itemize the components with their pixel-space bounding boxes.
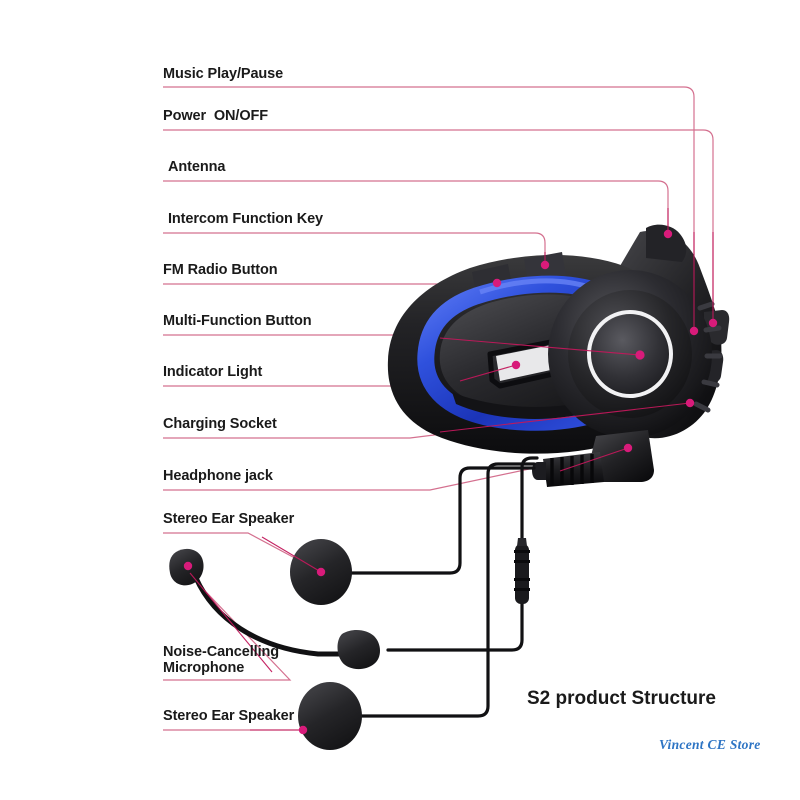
dial-ridges bbox=[693, 301, 723, 413]
leader-line-power-on-off bbox=[163, 129, 714, 323]
blue-accent-highlight bbox=[479, 278, 593, 295]
marker-stereo-ear-speaker-top bbox=[316, 567, 326, 577]
inline-microphone-module bbox=[337, 630, 380, 670]
callout-label-headphone-jack: Headphone jack bbox=[163, 468, 273, 484]
callout-label-stereo-ear-speaker-top: Stereo Ear Speaker bbox=[163, 511, 295, 527]
marker-multi-function-button bbox=[635, 350, 645, 360]
leader-lines-overlay bbox=[189, 208, 714, 731]
diagram-title: S2 product Structure bbox=[527, 688, 716, 709]
marker-antenna bbox=[663, 229, 673, 239]
callout-label-stereo-ear-speaker-bottom: Stereo Ear Speaker bbox=[163, 708, 295, 724]
leader-line-intercom-function-key bbox=[163, 232, 546, 265]
leader-line-antenna bbox=[163, 180, 669, 234]
marker-power-on-off bbox=[708, 318, 718, 328]
callout-label-multi-function-button: Multi-Function Button bbox=[163, 313, 312, 329]
indicator-light-slot bbox=[496, 344, 560, 381]
marker-indicator-light bbox=[511, 360, 521, 370]
marker-fm-radio-button bbox=[492, 278, 502, 288]
cable-microphone bbox=[386, 456, 539, 652]
callout-label-intercom-function-key: Intercom Function Key bbox=[168, 211, 324, 227]
cable-top-speaker bbox=[350, 466, 536, 575]
cable-entry-boss bbox=[588, 430, 654, 482]
store-watermark: Vincent CE Store bbox=[659, 737, 761, 752]
callout-markers bbox=[183, 229, 718, 735]
headband-boom bbox=[193, 575, 345, 657]
bluetooth-headset-device bbox=[387, 224, 730, 487]
antenna-bump bbox=[646, 224, 687, 262]
stereo-ear-speaker-bottom-pad bbox=[298, 682, 362, 750]
marker-noise-cancelling-microphone bbox=[183, 561, 193, 571]
callout-label-power-on-off: Power ON/OFF bbox=[163, 108, 269, 124]
marker-intercom-function-key bbox=[540, 260, 550, 270]
cable-strain-relief bbox=[532, 452, 604, 487]
headset-assembly bbox=[193, 456, 539, 718]
marker-charging-socket bbox=[685, 398, 695, 408]
marker-headphone-jack bbox=[623, 443, 633, 453]
cable-bottom-speaker bbox=[360, 462, 536, 718]
marker-music-play-pause bbox=[689, 326, 699, 336]
marker-stereo-ear-speaker-bottom bbox=[298, 725, 308, 735]
leader-line-music-play-pause bbox=[163, 86, 695, 331]
callout-label-noise-cancelling-microphone: Noise-Cancelling Microphone bbox=[163, 644, 280, 677]
device-lower-lip bbox=[452, 392, 594, 419]
callout-label-charging-socket: Charging Socket bbox=[163, 416, 277, 432]
callout-label-antenna: Antenna bbox=[168, 159, 226, 175]
leader-line-noise-cancelling-microphone bbox=[163, 572, 292, 681]
callout-label-fm-radio-button: FM Radio Button bbox=[163, 262, 278, 278]
callout-label-indicator-light: Indicator Light bbox=[163, 364, 263, 380]
speaker-dial-chrome-ring bbox=[587, 310, 673, 398]
callout-label-music-play-pause: Music Play/Pause bbox=[163, 66, 284, 82]
audio-jack-plug bbox=[514, 538, 530, 604]
